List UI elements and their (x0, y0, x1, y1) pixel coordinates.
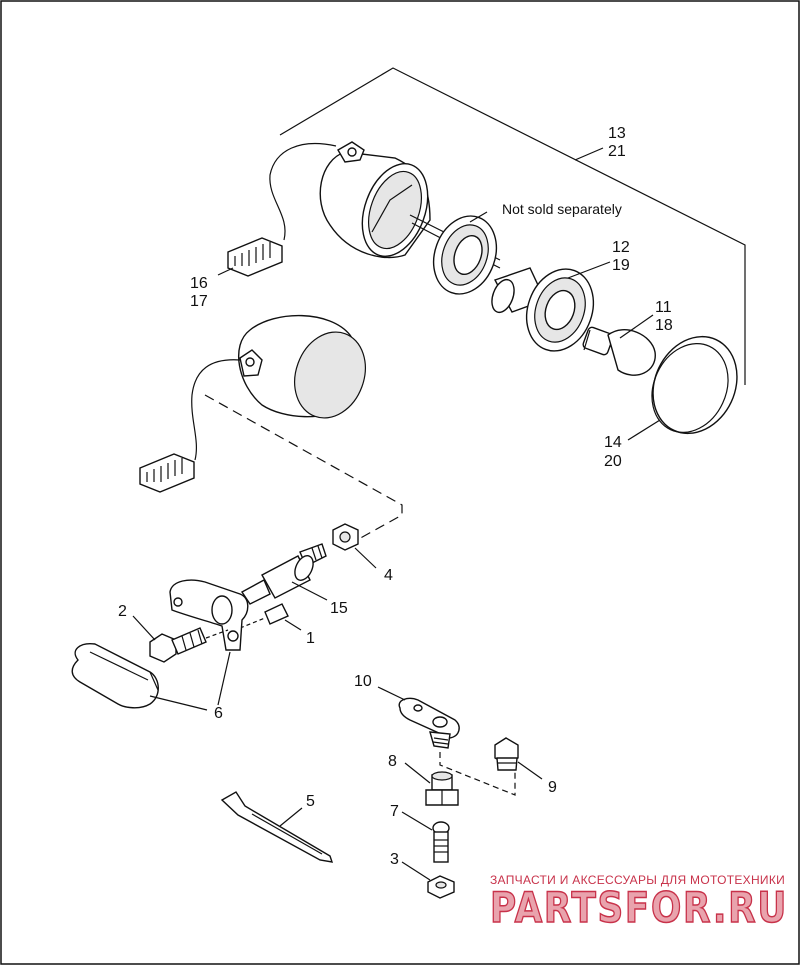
assembly-path-dashed (204, 394, 403, 546)
callout-5: 5 (306, 793, 315, 810)
callout-15: 15 (330, 600, 348, 617)
screw-1 (239, 603, 289, 629)
assembly-path-lower (439, 752, 516, 796)
assembly-bracket-13-21 (279, 67, 746, 385)
stud-15 (240, 543, 327, 605)
callout-numbers: 13 21 12 19 11 18 14 20 16 17 4 15 1 2 6… (118, 125, 673, 868)
nut-4 (332, 523, 359, 551)
nut-3 (427, 875, 455, 899)
callout-4: 4 (384, 567, 393, 584)
watermark-logo: ЗАПЧАСТИ И АКСЕССУАРЫ ДЛЯ МОТОТЕХНИКИ PA… (489, 873, 788, 933)
callout-8: 8 (388, 753, 397, 770)
callout-16: 16 (190, 275, 208, 292)
bulb-socket (491, 267, 595, 352)
leader-lines (132, 211, 661, 881)
callout-2: 2 (118, 603, 127, 620)
callout-21: 21 (608, 143, 626, 160)
bolt-2 (149, 627, 229, 663)
watermark-brand: PARTSFOR.RU (490, 883, 788, 932)
turn-signal-housing-lower (191, 314, 366, 461)
wire-connector-upper (227, 237, 283, 277)
callout-14: 14 (604, 434, 622, 451)
callout-1: 1 (306, 630, 315, 647)
nut-9 (494, 737, 519, 771)
callout-3: 3 (390, 851, 399, 868)
watermark-tagline: ЗАПЧАСТИ И АКСЕССУАРЫ ДЛЯ МОТОТЕХНИКИ (490, 873, 785, 887)
callout-7: 7 (390, 803, 399, 820)
lens (651, 335, 738, 435)
callout-9: 9 (548, 779, 557, 796)
cable-tie-5 (220, 791, 334, 863)
bulb (582, 326, 656, 376)
clamp-lower-6 (71, 643, 159, 709)
callout-13: 13 (608, 125, 626, 142)
gasket-ring (432, 215, 498, 295)
callout-12: 12 (612, 239, 630, 256)
callout-10: 10 (354, 673, 372, 690)
bracket-10 (398, 697, 460, 749)
callout-20: 20 (604, 453, 622, 470)
stud-7 (432, 821, 450, 863)
clamp-upper-6 (169, 579, 249, 651)
callout-11: 11 (655, 299, 672, 316)
callout-17: 17 (190, 293, 208, 310)
not-sold-separately-note: Not sold separately (502, 201, 622, 217)
wire-connector-lower (139, 453, 195, 493)
fitting-8 (425, 771, 459, 806)
callout-18: 18 (655, 317, 673, 334)
turn-signal-housing-upper (269, 141, 501, 269)
callout-6: 6 (214, 705, 223, 722)
callout-19: 19 (612, 257, 630, 274)
